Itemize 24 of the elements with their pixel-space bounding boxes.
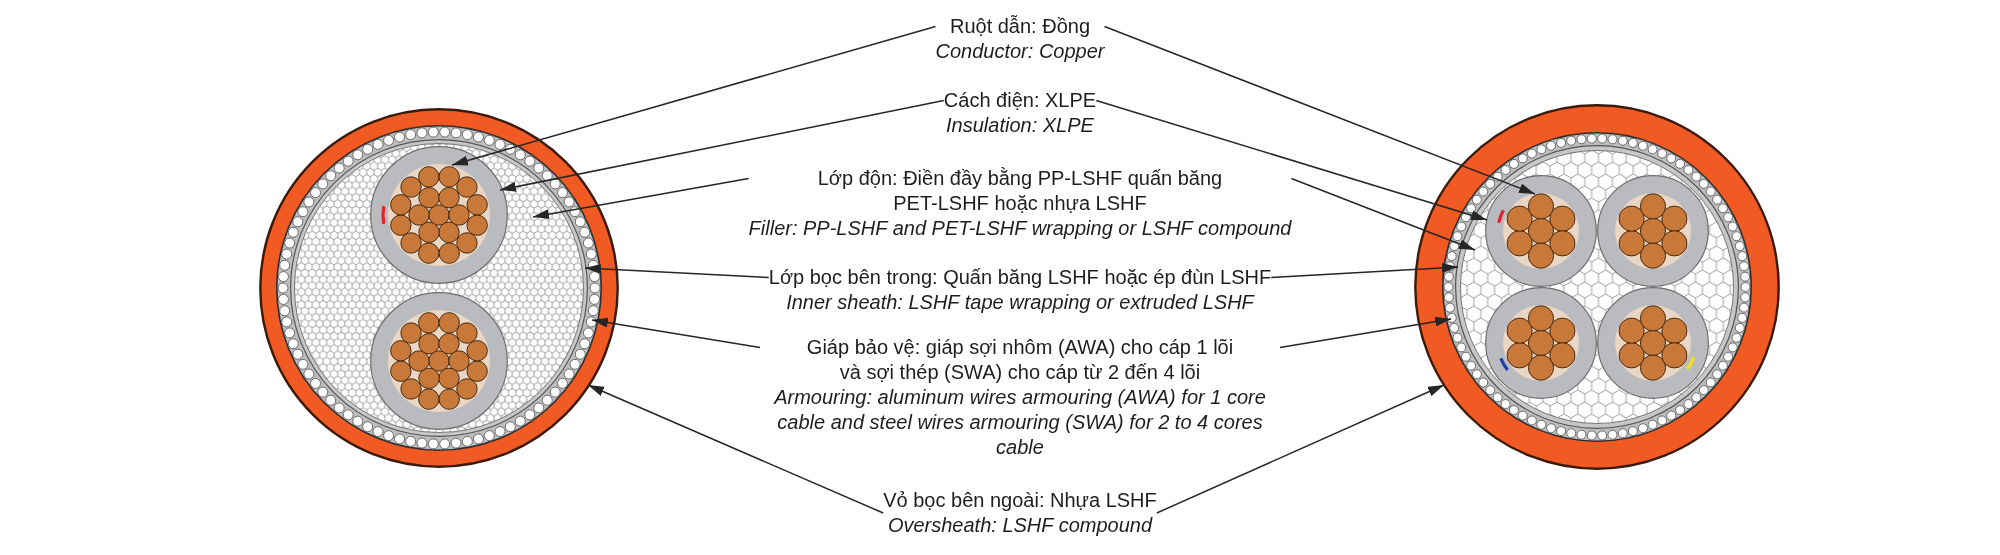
callout-translation: Insulation: XLPE	[945, 113, 1095, 138]
callout-translation: Filler: PP-LSHF and PET-LSHF wrapping or LSHF compound	[748, 216, 1292, 241]
callout-label: Giáp bảo vệ: giáp sợi nhôm (AWA) cho cáp 1 lõi và sợi thép (SWA) cho cáp từ 2 đến 4 lõi	[805, 335, 1235, 385]
leader-arrow	[591, 317, 761, 349]
leader-arrow	[584, 263, 770, 279]
leader-arrow	[1095, 99, 1488, 221]
callout-label: Lớp bọc bên trong: Quấn băng LSHF hoặc ép đùn LSHF	[768, 265, 1272, 290]
leader-arrow	[1270, 262, 1459, 279]
leader-arrow	[1290, 177, 1476, 251]
leader-arrow	[1279, 316, 1452, 349]
callout-translation: Inner sheath: LSHF tape wrapping or extruded LSHF	[785, 290, 1256, 315]
leader-arrow	[451, 25, 937, 166]
callout-translation: Oversheath: LSHF compound	[886, 513, 1154, 538]
callout-translation: Armouring: aluminum wires armouring (AWA) for 1 core cable and steel wires armouring (SWA) for 2 to 4 cores cable	[772, 385, 1267, 460]
callout-label: Lớp độn: Điền đầy bằng PP-LSHF quấn băng PET-LSHF hoặc nhựa LSHF	[816, 166, 1224, 216]
callout-label: Cách điện: XLPE	[943, 88, 1097, 113]
leader-arrow	[499, 99, 945, 192]
leader-arrow	[1103, 25, 1536, 195]
leader-arrow	[587, 384, 884, 514]
callout-translation: Conductor: Copper	[935, 39, 1105, 64]
callout-label: Vỏ bọc bên ngoài: Nhựa LSHF	[883, 488, 1157, 513]
leader-arrow	[532, 177, 750, 220]
callout-label: Ruột dẫn: Đồng	[948, 14, 1092, 39]
leader-arrow	[1156, 384, 1445, 514]
